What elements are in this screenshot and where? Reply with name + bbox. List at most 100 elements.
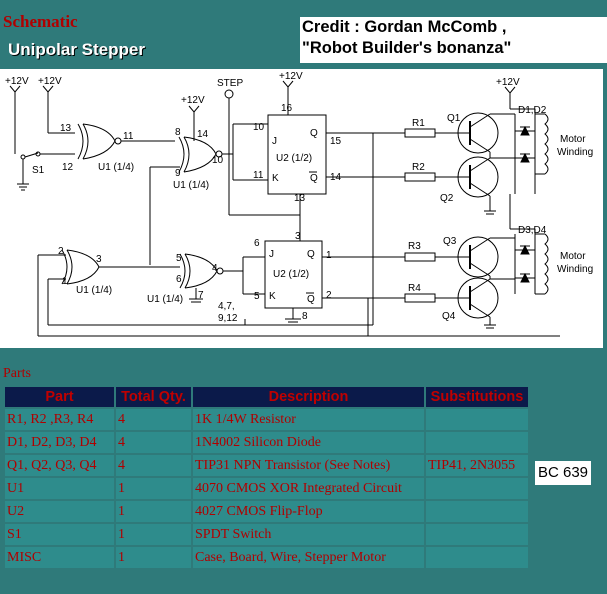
- u2b-pin-j: 6: [254, 238, 260, 249]
- cell-desc: 1N4002 Silicon Diode: [193, 432, 424, 453]
- pin-10: 10: [212, 155, 224, 166]
- vcc-label-1: +12V: [5, 76, 29, 87]
- schematic-svg: +12V +12V S1 13 12 U1 (1/4) 11 8 14 9 U1…: [5, 71, 593, 337]
- cell-desc: Case, Board, Wire, Stepper Motor: [193, 547, 424, 568]
- r3-label: R3: [408, 241, 421, 252]
- switch-label: S1: [32, 165, 45, 176]
- cell-desc: TIP31 NPN Transistor (See Notes): [193, 455, 424, 476]
- pin-12: 12: [62, 162, 74, 173]
- col-qty: Total Qty.: [116, 387, 191, 407]
- u2-label-b: U2 (1/2): [273, 269, 309, 280]
- u2-label-a: U2 (1/2): [276, 153, 312, 164]
- cell-part: Q1, Q2, Q3, Q4: [5, 455, 114, 476]
- resistor-r3: [404, 252, 436, 262]
- u2b-pin-k: 5: [254, 291, 260, 302]
- transistor-q1: [457, 112, 499, 154]
- ff-a-qbar: Q: [310, 173, 318, 184]
- cell-part: U1: [5, 478, 114, 499]
- motor-label-2: Motor: [560, 251, 586, 262]
- cell-part: U2: [5, 501, 114, 522]
- pin-11: 11: [123, 131, 134, 142]
- pin-1: 1: [62, 276, 68, 287]
- ff-b-k: K: [269, 291, 276, 302]
- credit-box: Credit : Gordan McComb , "Robot Builder'…: [300, 17, 607, 63]
- cell-sub: [426, 478, 528, 499]
- cell-desc: SPDT Switch: [193, 524, 424, 545]
- u1-label-c: U1 (1/4): [76, 285, 112, 296]
- pin-4: 4: [212, 263, 218, 274]
- cell-sub: [426, 547, 528, 568]
- u2a-pin-16: 16: [281, 103, 293, 114]
- gnd-pins-2: 9,12: [218, 313, 238, 324]
- u2a-pin-k: 11: [253, 170, 264, 181]
- pin-6: 6: [176, 274, 182, 285]
- q1-label: Q1: [447, 113, 461, 124]
- cell-sub: [426, 501, 528, 522]
- cell-sub: TIP41, 2N3055: [426, 455, 528, 476]
- pin-14: 14: [197, 129, 209, 140]
- motor-winding-label-1: Winding: [557, 147, 593, 158]
- cell-qty: 1: [116, 478, 191, 499]
- motor-label-1: Motor: [560, 134, 586, 145]
- parts-label: Parts: [3, 366, 31, 381]
- cell-qty: 4: [116, 432, 191, 453]
- cell-part: MISC: [5, 547, 114, 568]
- q4-label: Q4: [442, 311, 456, 322]
- ff-b-q: Q: [307, 249, 315, 260]
- parts-header-row: Part Total Qty. Description Substitution…: [5, 387, 528, 407]
- vcc-label-4: +12V: [279, 71, 303, 82]
- cell-part: R1, R2 ,R3, R4: [5, 409, 114, 430]
- r1-label: R1: [412, 118, 425, 129]
- schematic-title: Schematic: [3, 12, 78, 31]
- pin-3: 3: [96, 254, 102, 265]
- ff-b-j: J: [269, 249, 274, 260]
- col-description: Description: [193, 387, 424, 407]
- pin-13: 13: [60, 123, 72, 134]
- resistor-r1: [404, 128, 436, 138]
- cell-desc: 4027 CMOS Flip-Flop: [193, 501, 424, 522]
- cell-sub: [426, 432, 528, 453]
- cell-qty: 1: [116, 524, 191, 545]
- u1-label-a: U1 (1/4): [98, 162, 134, 173]
- ff-a-q: Q: [310, 128, 318, 139]
- transistor-q3: [457, 236, 499, 278]
- cell-qty: 4: [116, 409, 191, 430]
- u2b-pin-1: 1: [326, 250, 332, 261]
- ff-a-k: K: [272, 173, 279, 184]
- pin-8: 8: [175, 127, 181, 138]
- pin-9: 9: [175, 168, 181, 179]
- pin-5: 5: [176, 253, 182, 264]
- ff-a-j: J: [272, 136, 277, 147]
- substitution-note: BC 639: [535, 461, 591, 485]
- cell-desc: 4070 CMOS XOR Integrated Circuit: [193, 478, 424, 499]
- u2a-pin-j: 10: [253, 122, 265, 133]
- r4-label: R4: [408, 283, 421, 294]
- resistor-r4: [404, 293, 436, 303]
- vcc-label-3: +12V: [181, 95, 205, 106]
- u2a-pin-15: 15: [330, 136, 342, 147]
- pin-2: 2: [58, 246, 64, 257]
- cell-qty: 1: [116, 547, 191, 568]
- step-label: STEP: [217, 78, 243, 89]
- pin-7: 7: [198, 290, 204, 301]
- cell-qty: 4: [116, 455, 191, 476]
- col-substitutions: Substitutions: [426, 387, 528, 407]
- col-part: Part: [5, 387, 114, 407]
- u2b-pin-8: 8: [302, 311, 308, 322]
- schematic-subtitle: Unipolar Stepper: [8, 40, 145, 59]
- u1-label-d: U1 (1/4): [147, 294, 183, 305]
- cell-part: S1: [5, 524, 114, 545]
- u2b-pin-3: 3: [295, 231, 301, 242]
- q2-label: Q2: [440, 193, 454, 204]
- ff-b-qbar: Q: [307, 294, 315, 305]
- q3-label: Q3: [443, 236, 457, 247]
- u1-label-b: U1 (1/4): [173, 180, 209, 191]
- vcc-label-2: +12V: [38, 76, 62, 87]
